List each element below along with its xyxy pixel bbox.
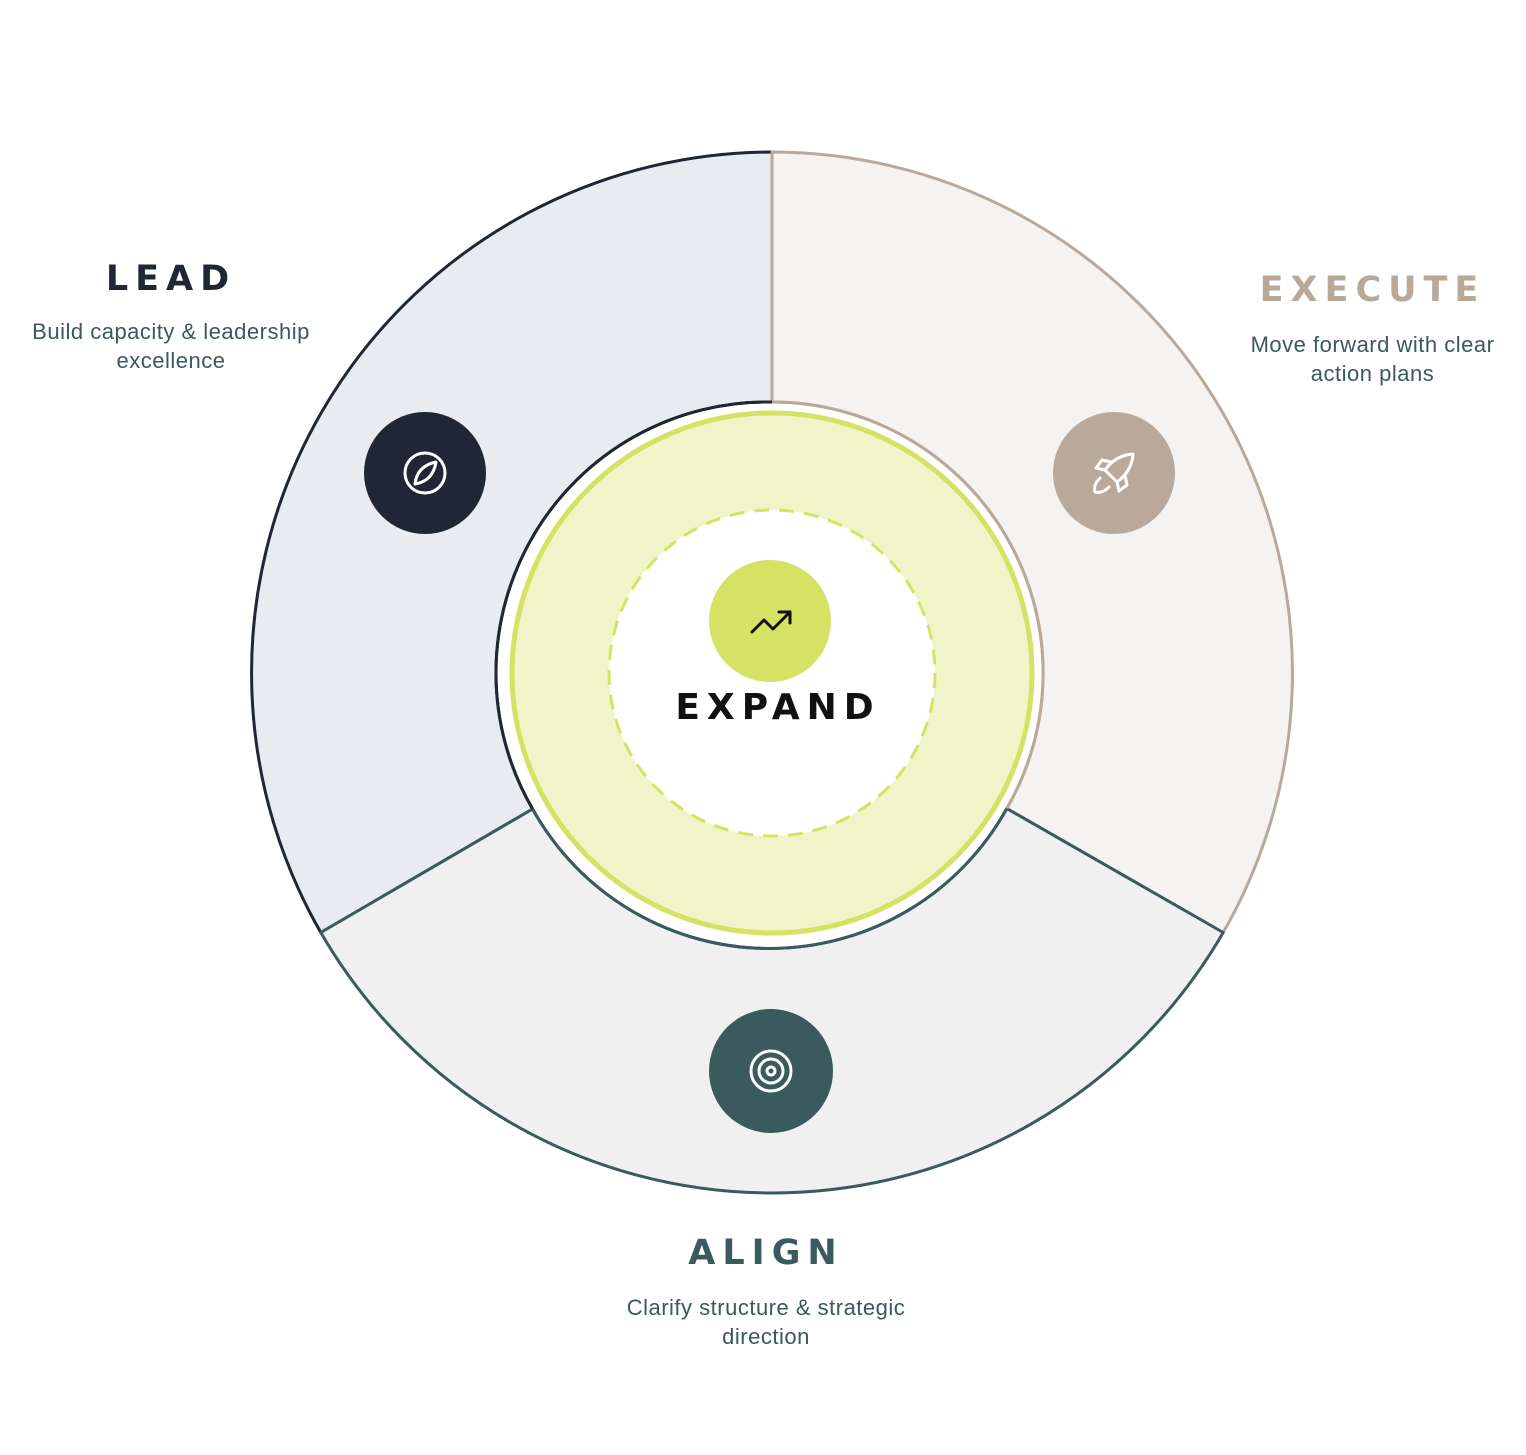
center-title: EXPAND <box>675 687 880 728</box>
inner-arc-align <box>531 807 1009 950</box>
align-description-line-1: Clarify structure & strategic <box>626 1295 906 1320</box>
inner-arc-lead <box>494 400 773 810</box>
execute-description-line-1: Move forward with clear <box>1250 332 1495 357</box>
align-badge[interactable] <box>709 1009 833 1133</box>
lead-description-line-2: excellence <box>116 348 226 373</box>
lead-title: LEAD <box>105 259 237 299</box>
execute-badge[interactable] <box>1053 412 1175 534</box>
expand-badge[interactable] <box>709 560 831 682</box>
compass-icon <box>403 451 447 495</box>
align-title: ALIGN <box>688 1233 844 1273</box>
rocket-icon <box>1093 452 1135 494</box>
trending-up-icon <box>750 610 792 634</box>
lead-description-line-1: Build capacity & leadership <box>32 319 310 344</box>
align-description-line-2: direction <box>722 1324 810 1349</box>
execute-title: EXECUTE <box>1259 270 1486 310</box>
inner-arc-execute <box>771 400 1045 810</box>
lead-label-block: LEAD Build capacity & leadership excelle… <box>0 262 342 375</box>
target-icon <box>749 1049 793 1093</box>
execute-description-line-2: action plans <box>1310 361 1435 386</box>
align-label-block: ALIGN Clarify structure & strategic dire… <box>566 1236 966 1351</box>
lead-badge[interactable] <box>364 412 486 534</box>
execute-label-block: EXECUTE Move forward with clear action p… <box>1225 273 1520 388</box>
